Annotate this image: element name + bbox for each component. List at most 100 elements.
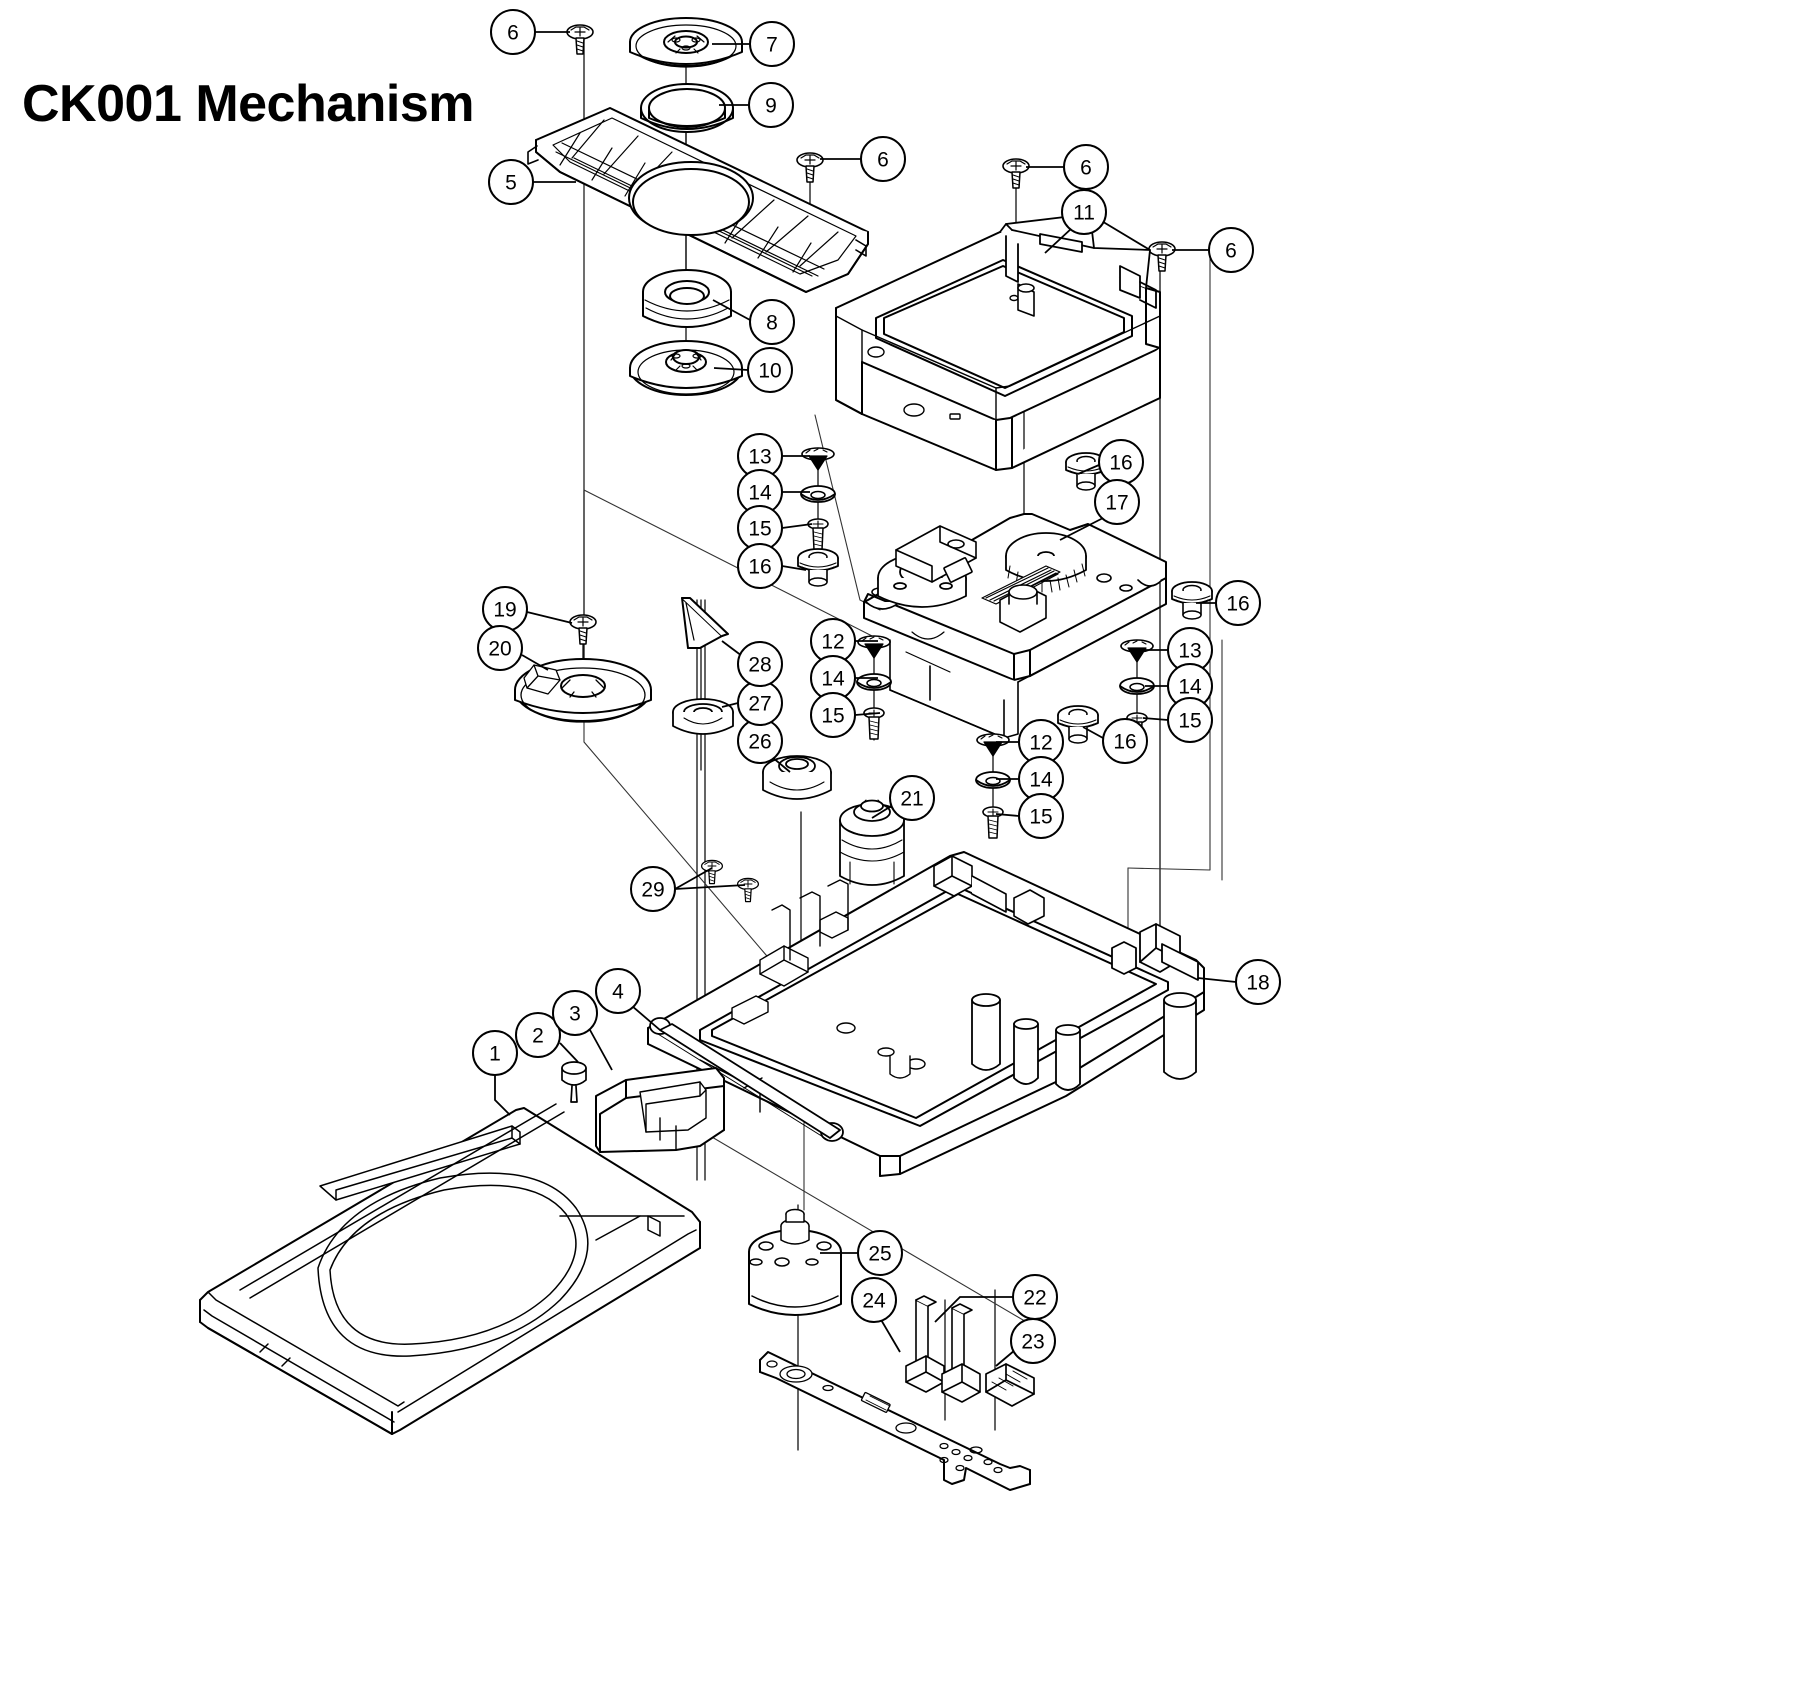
callout-drive-belt[interactable]: 28	[721, 640, 783, 687]
callout-label: 14	[821, 668, 845, 691]
leader-line	[995, 1349, 1016, 1367]
callout-label: 15	[821, 705, 844, 728]
callout-label: 6	[1225, 240, 1237, 263]
callout-circle[interactable]	[477, 625, 523, 671]
callout-idler-pulley[interactable]: 26	[737, 718, 791, 773]
callout-circle[interactable]	[737, 641, 783, 687]
leader-line	[771, 756, 791, 773]
callout-circle[interactable]	[749, 299, 795, 345]
callout-clamper-holder-plate[interactable]: 5	[488, 159, 576, 205]
leader-line	[589, 1029, 613, 1071]
callout-circle[interactable]	[595, 968, 641, 1014]
leader-line	[781, 565, 807, 571]
callout-circle[interactable]	[1167, 697, 1213, 743]
callout-damper-cap[interactable]: 13	[1145, 627, 1213, 673]
callout-circle[interactable]	[552, 990, 598, 1036]
callout-damper-washer[interactable]: 14	[1145, 663, 1213, 709]
callout-rubber-insulator[interactable]: 16	[1077, 439, 1144, 485]
callout-screw[interactable]: 6	[490, 9, 570, 55]
callout-damper-screw[interactable]: 15	[737, 505, 813, 551]
leader-line	[781, 523, 813, 529]
callout-circle[interactable]	[1061, 189, 1107, 235]
callout-circle[interactable]	[1010, 1318, 1056, 1364]
callout-damper-washer[interactable]: 14	[737, 469, 810, 515]
callout-cam-gear-disc[interactable]: 20	[477, 625, 549, 671]
callout-circle[interactable]	[1094, 479, 1140, 525]
callout-label: 3	[569, 1003, 581, 1026]
callout-label: 20	[488, 638, 511, 661]
leader-line	[854, 712, 881, 716]
callout-circle[interactable]	[851, 1277, 897, 1323]
callout-circle[interactable]	[1063, 144, 1109, 190]
callout-pcb-connector[interactable]: 23	[995, 1318, 1056, 1367]
callout-circle[interactable]	[1018, 793, 1064, 839]
callout-label: 26	[748, 731, 771, 754]
callout-circle[interactable]	[1102, 718, 1148, 764]
callout-tray-guide-block[interactable]: 3	[552, 990, 613, 1071]
callout-circle[interactable]	[747, 347, 793, 393]
callout-circle[interactable]	[1215, 580, 1261, 626]
callout-damper-washer[interactable]: 14	[996, 756, 1064, 802]
callout-circle[interactable]	[737, 543, 783, 589]
callout-motor-mount-screw[interactable]: 29	[630, 866, 713, 912]
callout-circle[interactable]	[748, 82, 794, 128]
callout-screw[interactable]: 6	[820, 136, 906, 182]
callout-circle[interactable]	[490, 9, 536, 55]
leader-line	[526, 611, 573, 624]
callout-label: 29	[641, 879, 664, 902]
callout-damper-washer[interactable]: 14	[810, 655, 878, 701]
callout-label: 14	[1029, 769, 1053, 792]
callout-clamper-magnet[interactable]: 7	[712, 21, 795, 67]
callout-label: 12	[1029, 732, 1052, 755]
leader-line	[712, 299, 751, 321]
callout-turntable-screw[interactable]: 19	[482, 586, 573, 632]
callout-circle[interactable]	[889, 775, 935, 821]
callout-circle[interactable]	[488, 159, 534, 205]
callout-traverse-mechanism-pcb[interactable]: 17	[1059, 479, 1140, 541]
callout-label: 10	[758, 360, 781, 383]
callout-circle[interactable]	[860, 136, 906, 182]
callout-label: 21	[900, 788, 923, 811]
callout-circle[interactable]	[810, 692, 856, 738]
callout-screw[interactable]: 6	[1026, 144, 1109, 190]
callout-circle[interactable]	[1208, 227, 1254, 273]
callout-switch-pcb-board[interactable]: 24	[851, 1277, 901, 1353]
callout-tray-stopper-pin[interactable]: 2	[515, 1012, 579, 1063]
callout-circle[interactable]	[515, 1012, 561, 1058]
callout-damper-screw[interactable]: 15	[810, 692, 881, 738]
callout-damper-screw[interactable]: 15	[1142, 697, 1213, 743]
callout-label: 18	[1246, 972, 1269, 995]
callout-tray-rack-shaft[interactable]: 4	[595, 968, 661, 1031]
callout-motor-mount-screw-2[interactable]	[674, 884, 746, 890]
callout-clamper-spacer[interactable]: 8	[712, 299, 795, 345]
callout-worm-gear-assembly[interactable]: 21	[871, 775, 935, 821]
callout-circle[interactable]	[857, 1230, 903, 1276]
callout-label: 11	[1073, 202, 1095, 225]
callout-screw[interactable]: 6	[1172, 227, 1254, 273]
callout-circle[interactable]	[472, 1030, 518, 1076]
leader-line	[674, 867, 713, 890]
callout-circle[interactable]	[1235, 959, 1281, 1005]
callout-main-chassis-base[interactable]: 18	[1197, 959, 1281, 1005]
callout-flywheel-pulley[interactable]: 27	[721, 680, 783, 726]
callout-label: 6	[1080, 157, 1092, 180]
callout-insulator-cap[interactable]: 12	[810, 618, 878, 664]
callout-damper-cap[interactable]: 13	[737, 433, 810, 479]
callout-clamper-disc[interactable]: 10	[713, 347, 793, 393]
callout-clamper-ring[interactable]: 9	[719, 82, 794, 128]
callout-damper-screw[interactable]: 15	[995, 793, 1064, 839]
callout-upper-chassis-frame[interactable]: 11	[1044, 189, 1107, 254]
callout-disc-tray[interactable]: 1	[472, 1030, 518, 1116]
callout-rubber-insulator[interactable]: 16	[1082, 718, 1148, 764]
callout-label: 17	[1105, 492, 1128, 515]
callout-rubber-insulator[interactable]: 16	[737, 543, 807, 589]
callout-switch-contacts[interactable]: 22	[934, 1274, 1058, 1323]
callout-loading-motor[interactable]: 25	[820, 1230, 903, 1276]
callout-insulator-cap[interactable]: 12	[996, 719, 1064, 765]
callout-rubber-insulator[interactable]: 16	[1196, 580, 1261, 626]
callout-circle[interactable]	[749, 21, 795, 67]
callout-label: 16	[1109, 452, 1132, 475]
